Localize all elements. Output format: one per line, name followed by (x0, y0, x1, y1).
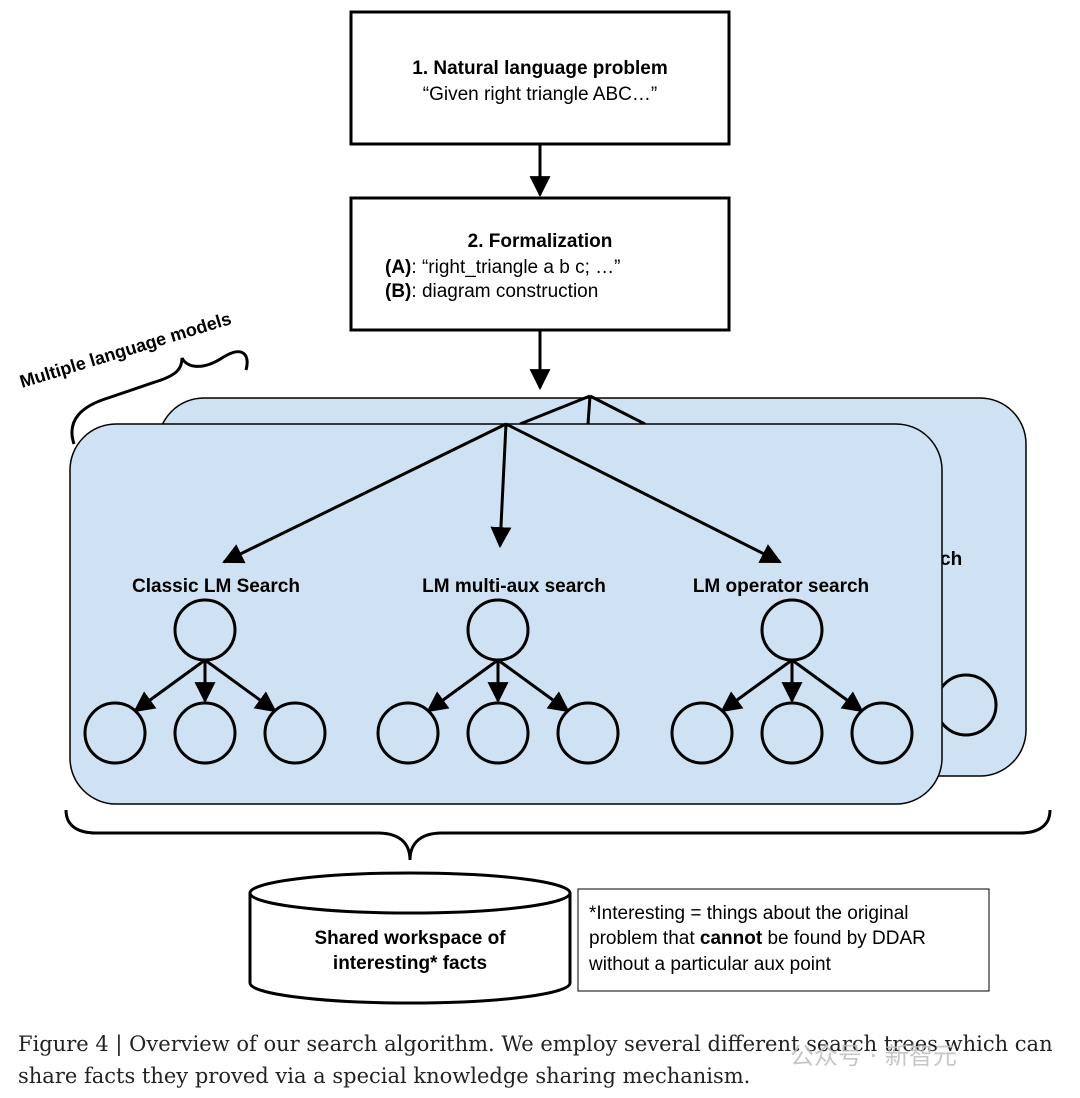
arrow-to-operator-search (505, 422, 782, 564)
note-line2: problem that cannot be found by DDAR (589, 928, 926, 949)
step1-title: 1. Natural language problem (412, 58, 668, 79)
lm-multi-aux-search-label: LM multi-aux search (422, 576, 606, 597)
multi-aux-search-tree (376, 598, 620, 765)
step2-title: 2. Formalization (468, 231, 613, 252)
classic-lm-search-label: Classic LM Search (132, 576, 300, 597)
arrow-to-classic-search (222, 422, 507, 564)
tree-leaf-node (556, 701, 620, 765)
tree-leaf-node (83, 701, 147, 765)
tree-leaf-node (760, 701, 824, 765)
tree-leaf-node (670, 701, 734, 765)
figure-caption: Figure 4 | Overview of our search algori… (18, 1032, 1053, 1088)
tree-root-node (466, 598, 530, 662)
front-model-panel: Classic LM Search LM multi-aux search LM… (69, 422, 943, 805)
natural-language-problem-box: 1. Natural language problem “Given right… (349, 10, 731, 146)
tree-leaf-node (173, 701, 237, 765)
tree-leaf-node (263, 701, 327, 765)
multiple-language-models-label: Multiple language models (17, 308, 233, 391)
interesting-definition-note: *Interesting = things about the original… (577, 888, 990, 992)
models-brace (70, 350, 249, 445)
back-panel-node (934, 673, 998, 737)
back-panel-partial-label: ch (940, 549, 962, 570)
lm-operator-search-label: LM operator search (693, 576, 869, 597)
workspace-line1: Shared workspace of (314, 928, 506, 949)
step2-line-b: (B): diagram construction (385, 281, 598, 302)
note-line3: without a particular aux point (588, 954, 832, 975)
tree-root-node (173, 598, 237, 662)
arrow-to-multi-aux-search (490, 423, 512, 549)
shared-workspace-cylinder: Shared workspace of interesting* facts (248, 871, 572, 1005)
bottom-brace (64, 809, 1052, 861)
formalization-box: 2. Formalization (A): “right_triangle a … (349, 196, 731, 332)
tree-leaf-node (466, 701, 530, 765)
note-line1: *Interesting = things about the original (589, 903, 909, 924)
classic-search-tree (83, 598, 327, 765)
tree-leaf-node (376, 701, 440, 765)
step1-subtitle: “Given right triangle ABC…” (423, 84, 657, 105)
search-algorithm-diagram: 1. Natural language problem “Given right… (17, 10, 1052, 1005)
step2-line-a: (A): “right_triangle a b c; …” (385, 257, 620, 278)
operator-search-tree (670, 598, 914, 765)
watermark: 公众号 · 新智元 (790, 1042, 957, 1070)
tree-leaf-node (850, 701, 914, 765)
workspace-line2: interesting* facts (333, 953, 487, 974)
tree-root-node (760, 598, 824, 662)
